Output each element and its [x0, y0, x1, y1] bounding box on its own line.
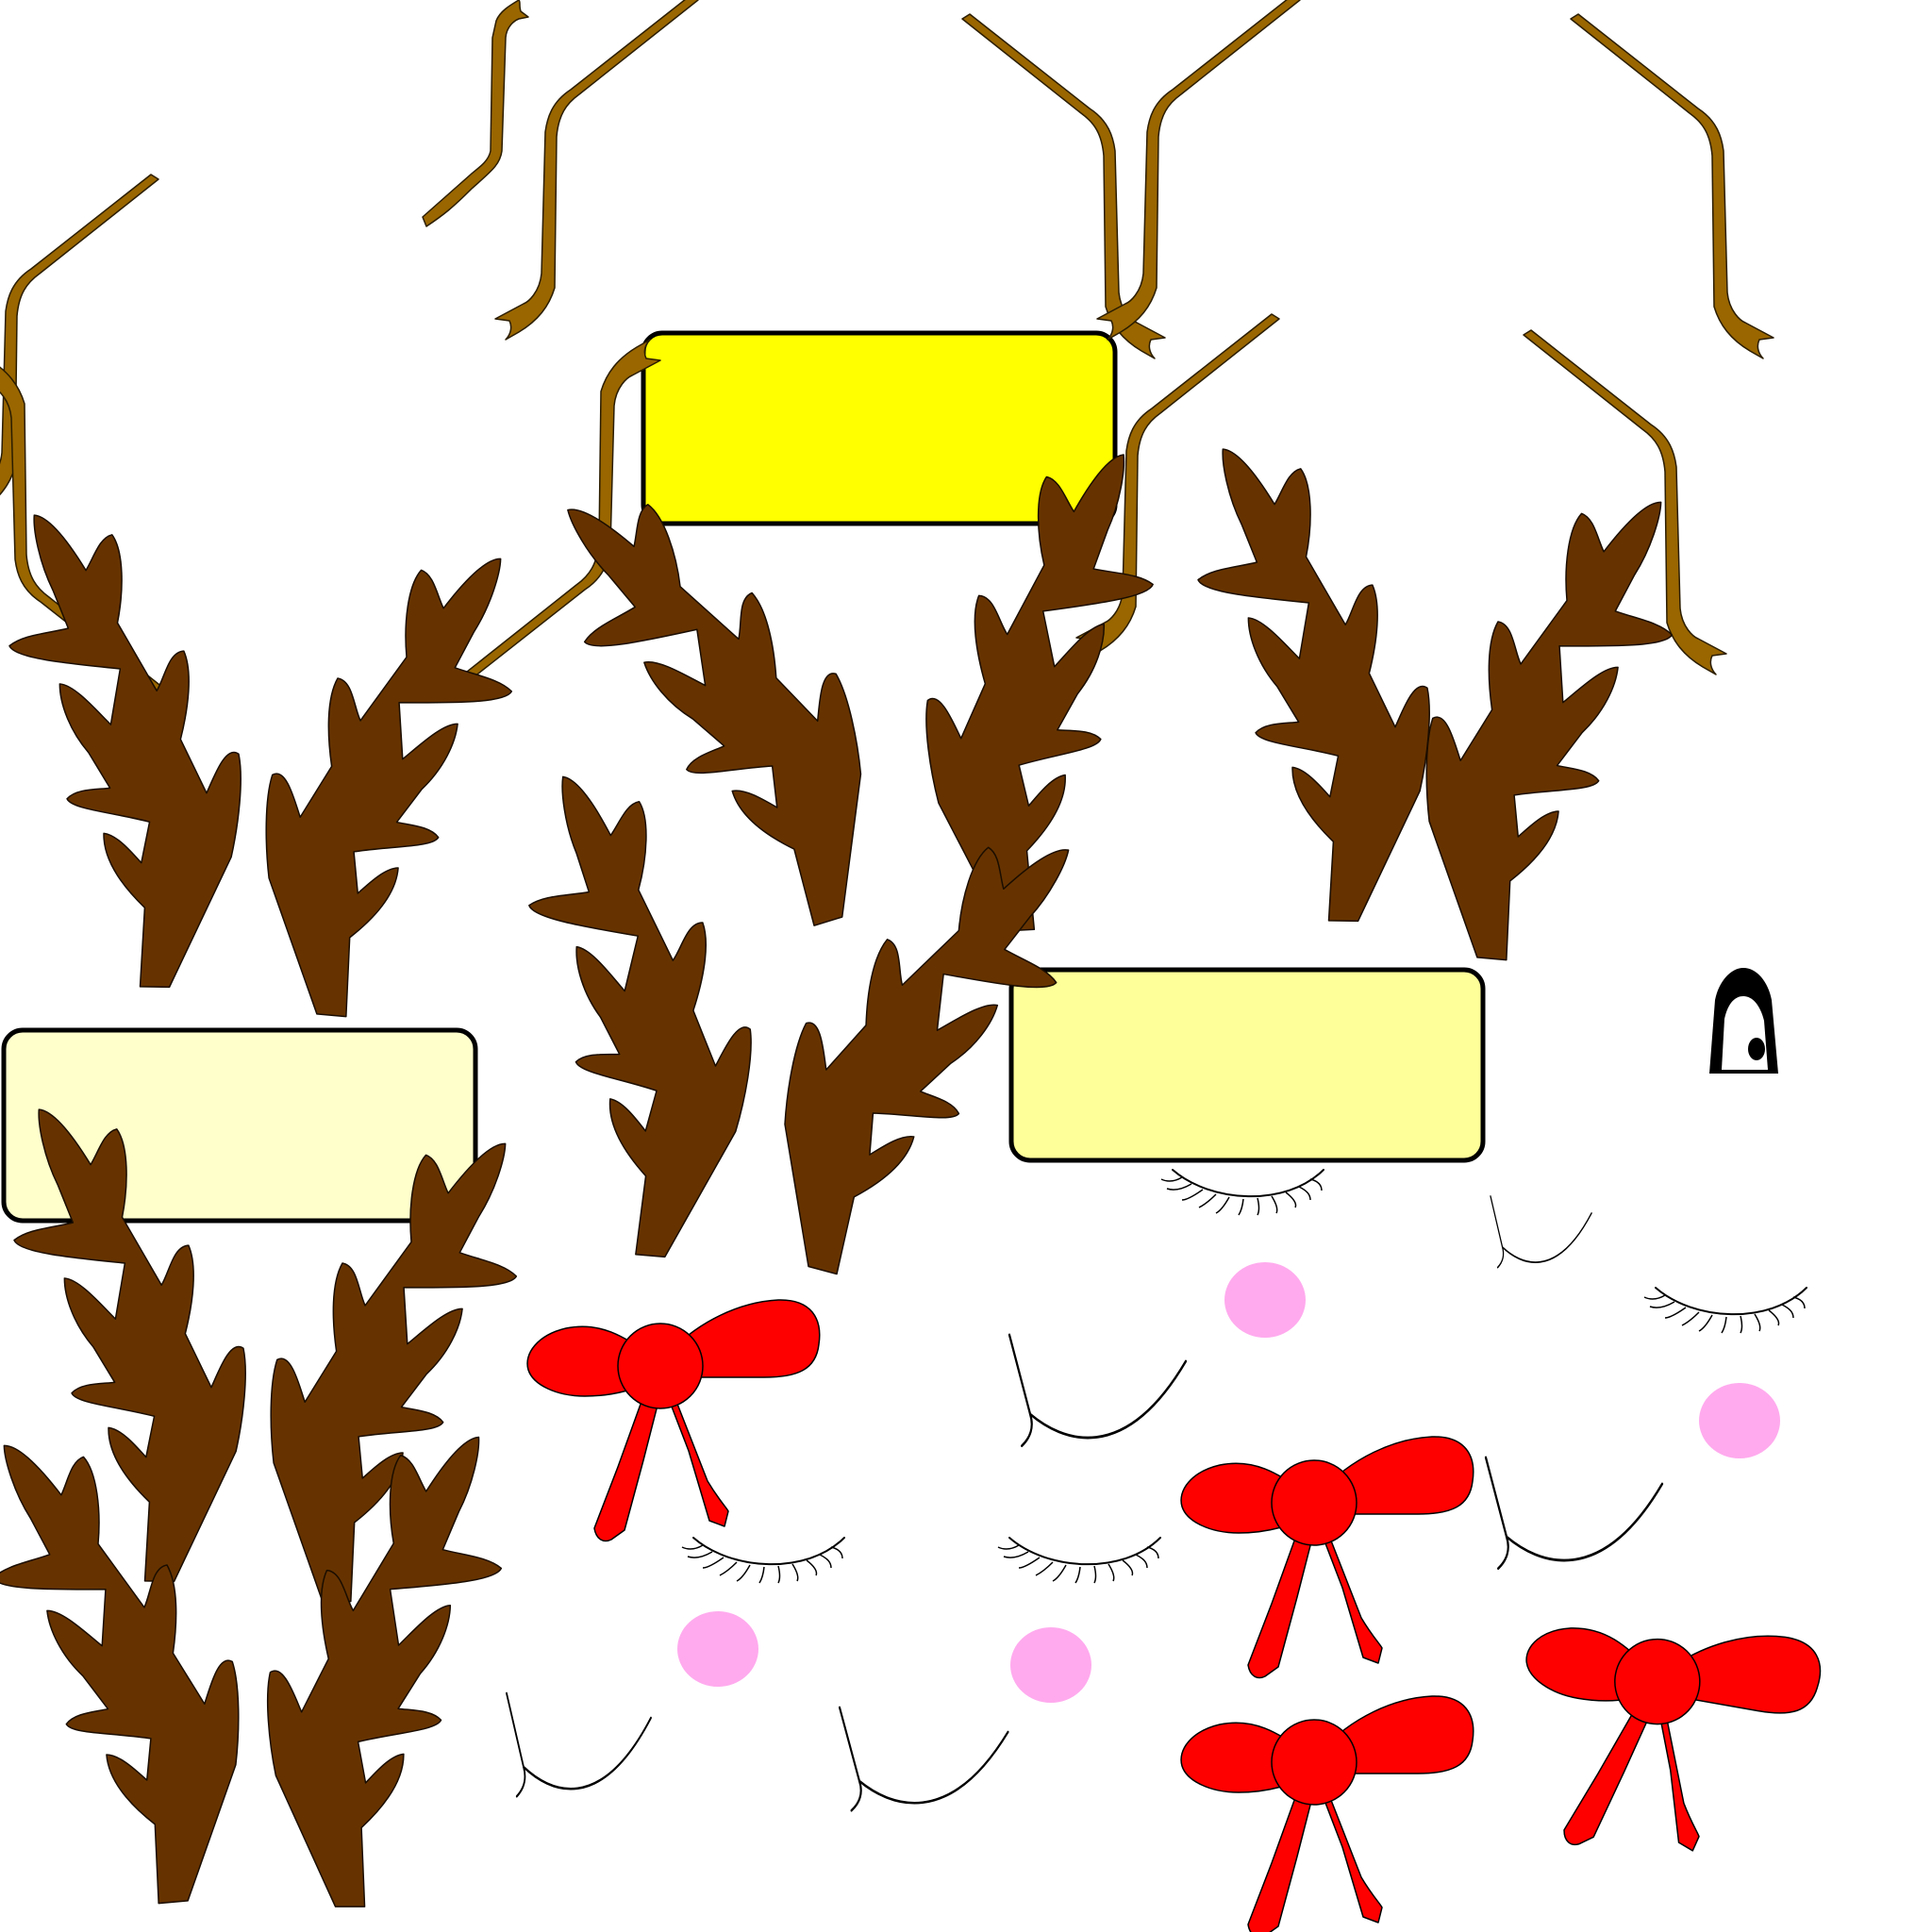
bow: [1180, 1695, 1474, 1932]
smile: [1008, 1333, 1188, 1447]
label-box-yellow: [641, 330, 1118, 526]
antler: [200, 509, 554, 1040]
closed-eye: [997, 1537, 1161, 1584]
smile: [1484, 1456, 1664, 1570]
leg-piece: [1096, 0, 1301, 341]
cheek: [1699, 1383, 1780, 1458]
smile: [838, 1706, 1009, 1812]
leg-group: [0, 0, 1774, 697]
cheek: [1010, 1627, 1091, 1703]
leg-piece-small: [422, 0, 529, 227]
smile: [1490, 1195, 1592, 1269]
closed-eye: [1160, 1169, 1324, 1216]
closed-eye: [681, 1537, 845, 1584]
bow: [1495, 1592, 1826, 1883]
cheek: [677, 1611, 758, 1687]
open-eye: [1709, 968, 1778, 1074]
leg-piece: [494, 0, 699, 341]
antler: [507, 751, 788, 1271]
leg-piece: [1570, 13, 1774, 359]
cheek: [1224, 1262, 1306, 1338]
label-box-pale-yellow: [1008, 967, 1486, 1163]
bow: [1180, 1436, 1474, 1679]
bow: [526, 1299, 821, 1542]
antler: [1168, 414, 1479, 940]
closed-eye: [1643, 1287, 1807, 1334]
smile: [505, 1691, 653, 1798]
antler: [0, 480, 291, 1006]
